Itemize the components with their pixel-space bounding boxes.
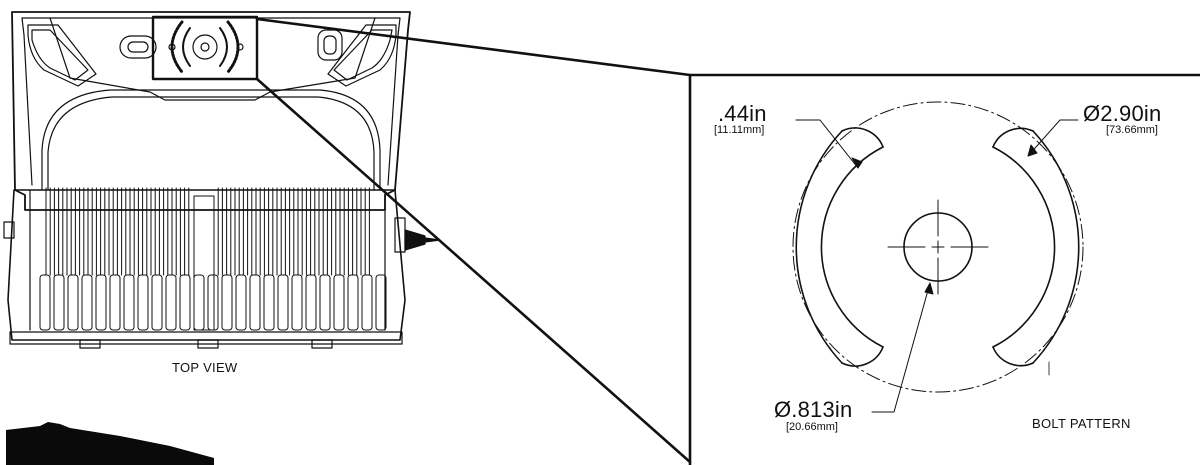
heatsink-housing — [7, 189, 406, 341]
bolt-circle-dimension: Ø2.90in — [1083, 101, 1162, 126]
detail-frame — [688, 73, 1200, 465]
right-slot — [317, 29, 343, 61]
bolt-pattern-detail — [688, 73, 1200, 465]
fin-base — [361, 274, 373, 331]
center-hole-leader — [871, 282, 934, 413]
slot-width-leader — [795, 119, 863, 169]
fin-base — [151, 274, 163, 331]
left-cutout — [31, 29, 89, 81]
fin-base — [179, 274, 191, 331]
fin-base — [95, 274, 107, 331]
slot-width-dimension: .44in — [718, 101, 767, 126]
bolt-pattern-caption: BOLT PATTERN — [1032, 416, 1131, 431]
bottom-rail — [9, 331, 403, 345]
bolt-circle-metric: [73.66mm] — [1106, 124, 1158, 136]
yoke-top-plate — [49, 17, 376, 101]
side-view-silhouette — [6, 422, 214, 465]
center-hole-metric: [20.66mm] — [786, 421, 838, 433]
fin-base — [109, 274, 121, 331]
fin-base — [165, 274, 177, 331]
fin-base — [67, 274, 79, 331]
fin-base — [305, 274, 317, 331]
fixture-top-view — [3, 11, 441, 349]
bolt-circle-leader — [1027, 119, 1079, 157]
fin-base — [123, 274, 135, 331]
fin-base — [221, 274, 233, 331]
fin-base — [263, 274, 275, 331]
right-cable-gland — [394, 217, 441, 253]
center-channel — [193, 195, 215, 331]
center-hole-dimension: Ø.813in — [774, 397, 853, 422]
fin-base — [39, 274, 51, 331]
fin-base — [291, 274, 303, 331]
right-cutout — [333, 29, 393, 81]
heatsink-fins — [39, 187, 387, 331]
bolt-circle-centerline — [792, 101, 1084, 393]
fin-base — [207, 274, 219, 331]
detail-leader-lines — [255, 17, 692, 464]
fin-base — [81, 274, 93, 331]
left-slot — [119, 35, 157, 59]
pivot-hub — [168, 20, 244, 74]
detail-callout-box — [151, 15, 259, 81]
fin-base — [137, 274, 149, 331]
fin-base — [333, 274, 345, 331]
center-mark — [887, 199, 989, 295]
fin-base — [249, 274, 261, 331]
fin-base — [375, 274, 387, 331]
right-arc-slot — [992, 127, 1080, 367]
fin-base — [235, 274, 247, 331]
fin-base — [277, 274, 289, 331]
slot-width-metric: [11.11mm] — [714, 124, 765, 136]
fin-base — [319, 274, 331, 331]
fin-base — [347, 274, 359, 331]
fin-base — [193, 274, 205, 331]
top-view-caption: TOP VIEW — [172, 360, 238, 375]
yoke-inner-edge — [21, 17, 401, 186]
yoke-arch — [41, 89, 381, 191]
fin-base — [53, 274, 65, 331]
left-arc-slot — [795, 127, 884, 367]
left-knob — [3, 221, 15, 239]
